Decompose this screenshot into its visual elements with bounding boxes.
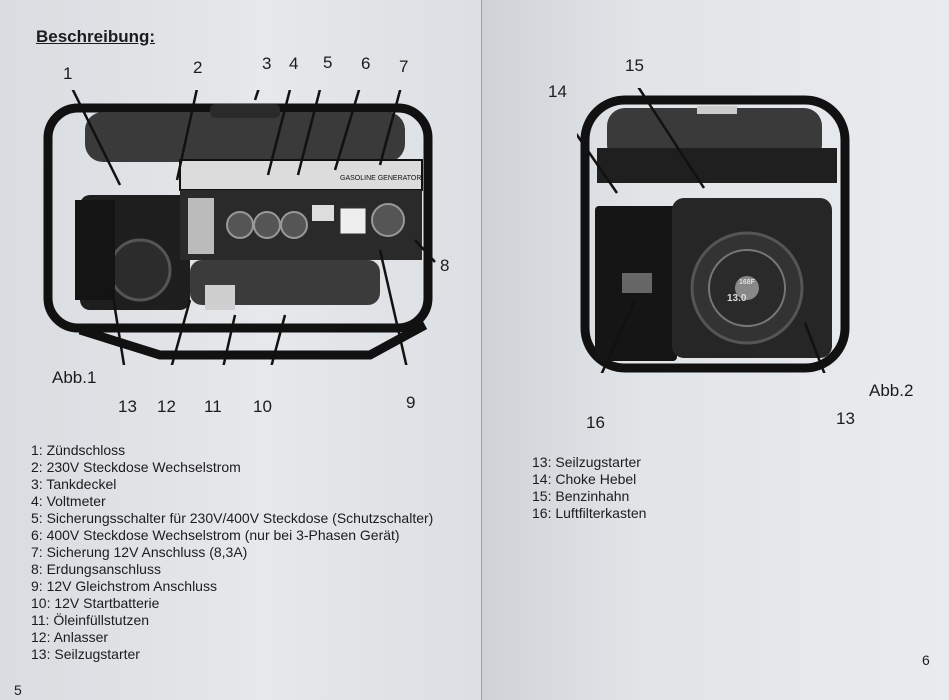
callout-4: 4	[289, 54, 299, 73]
legend-item: 12: Anlasser	[31, 629, 109, 645]
right-page: 14 15 16 13 Abb.2 168F 13.0 13: Seilzugs…	[482, 0, 949, 700]
legend-item: 2: 230V Steckdose Wechselstrom	[31, 459, 241, 475]
figure-label-abb1: Abb.1	[52, 368, 97, 387]
page-heading: Beschreibung:	[36, 27, 156, 46]
callout-5: 5	[323, 53, 333, 72]
legend-item: 14: Choke Hebel	[532, 471, 637, 487]
generator-front-illustration: GASOLINE GENERATOR	[43, 90, 436, 365]
legend-item: 8: Erdungsanschluss	[31, 561, 161, 577]
callout-6: 6	[361, 54, 371, 73]
figure-label-abb2: Abb.2	[869, 381, 914, 400]
legend-item: 11: Öleinfüllstutzen	[31, 612, 150, 628]
callout-13-right: 13	[836, 409, 855, 428]
callout-9: 9	[406, 393, 416, 412]
callout-8: 8	[440, 256, 450, 275]
callout-10: 10	[253, 397, 272, 416]
callout-15: 15	[625, 56, 644, 75]
generator-side-illustration: 168F 13.0	[577, 88, 850, 373]
legend-item: 10: 12V Startbatterie	[31, 595, 160, 611]
left-page: Beschreibung: 1 2 3 4 5 6 7 8 9 10 11 12…	[0, 0, 482, 700]
legend-item: 16: Luftfilterkasten	[532, 505, 647, 521]
legend-item: 3: Tankdeckel	[31, 476, 117, 492]
legend-list-right: 13: Seilzugstarter 14: Choke Hebel 15: B…	[532, 454, 646, 522]
engine-hp: 13.0	[727, 293, 747, 304]
callout-16: 16	[586, 413, 605, 432]
page-number-right: 6	[922, 652, 930, 668]
legend-list: 1: Zündschloss 2: 230V Steckdose Wechsel…	[31, 442, 433, 663]
callout-3: 3	[262, 54, 272, 73]
legend-item: 7: Sicherung 12V Anschluss (8,3A)	[31, 544, 248, 560]
legend-item: 13: Seilzugstarter	[31, 646, 140, 662]
callout-7: 7	[399, 57, 409, 76]
callout-14: 14	[548, 82, 567, 101]
panel-label: GASOLINE GENERATOR	[340, 175, 421, 182]
legend-item: 1: Zündschloss	[31, 442, 126, 458]
page-number: 5	[14, 682, 22, 698]
callout-12: 12	[157, 397, 176, 416]
engine-badge: 168F	[739, 279, 756, 286]
legend-item: 5: Sicherungsschalter für 230V/400V Stec…	[31, 510, 434, 526]
callout-11: 11	[204, 397, 222, 416]
legend-item: 6: 400V Steckdose Wechselstrom (nur bei …	[31, 527, 400, 543]
legend-item: 13: Seilzugstarter	[532, 454, 641, 470]
legend-item: 4: Voltmeter	[31, 493, 106, 509]
callout-1: 1	[63, 64, 73, 83]
callout-2: 2	[193, 58, 203, 77]
legend-item: 15: Benzinhahn	[532, 488, 630, 504]
legend-item: 9: 12V Gleichstrom Anschluss	[31, 578, 217, 594]
callout-13: 13	[118, 397, 137, 416]
